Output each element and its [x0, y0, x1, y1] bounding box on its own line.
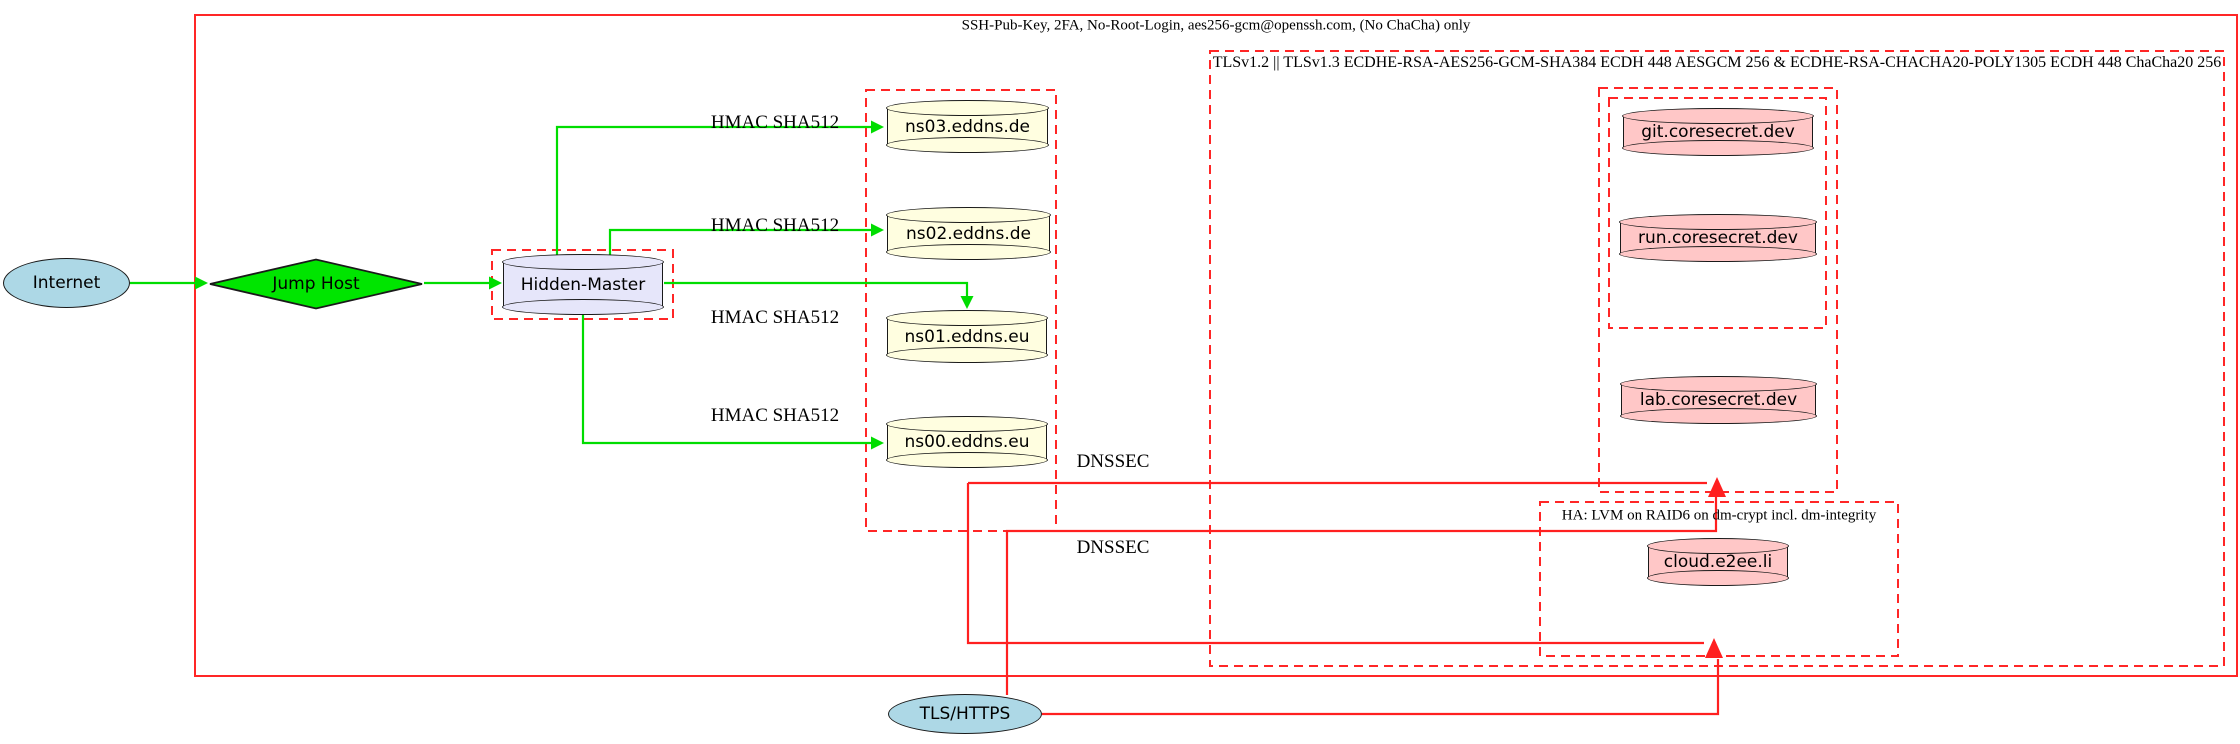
edge-label-dnssec-upper: DNSSEC	[1076, 451, 1150, 472]
node-run-coresecret: run.coresecret.dev	[1619, 214, 1817, 262]
node-ns03-label: ns03.eddns.de	[905, 116, 1030, 137]
node-git-label: git.coresecret.dev	[1641, 122, 1795, 142]
arrowhead-hiddenmaster	[489, 276, 502, 290]
edge-label-hmac-ns02: HMAC SHA512	[710, 215, 840, 236]
edge-tlshttps-ha	[1042, 659, 1720, 716]
edge-dnssec-lower	[966, 483, 1704, 645]
red-edge-group	[966, 481, 1720, 716]
edge-tlshttps-coresecret	[1005, 497, 1718, 695]
node-hidden-master-label: Hidden-Master	[520, 274, 646, 295]
green-arrowheads	[195, 120, 974, 450]
edge-label-dnssec-lower: DNSSEC	[1076, 537, 1150, 558]
coresecret-inner-cluster-box	[1608, 97, 1827, 329]
arrowhead-coresecret	[1708, 477, 1726, 497]
arrowhead-ha	[1705, 638, 1723, 658]
node-tls-https-label: TLS/HTTPS	[919, 704, 1011, 724]
edge-label-hmac-ns01: HMAC SHA512	[710, 307, 840, 328]
node-ns02: ns02.eddns.de	[886, 207, 1051, 260]
green-edge-group	[130, 125, 969, 445]
node-jump-host: Jump Host	[208, 258, 424, 310]
node-ns02-label: ns02.eddns.de	[906, 223, 1031, 244]
ssh-cluster-box	[194, 14, 2238, 677]
coresecret-outer-cluster-box	[1598, 87, 1838, 493]
ha-cluster-label: HA: LVM on RAID6 on dm-crypt incl. dm-in…	[1561, 507, 1877, 524]
node-internet: Internet	[3, 258, 130, 308]
node-ns01-label: ns01.eddns.eu	[904, 326, 1030, 347]
diamond-shape	[209, 258, 423, 310]
red-arrowheads	[1705, 477, 1726, 658]
edge-hiddenmaster-ns00	[581, 308, 871, 445]
node-ns03: ns03.eddns.de	[886, 100, 1049, 153]
node-run-label: run.coresecret.dev	[1638, 228, 1798, 248]
edge-label-hmac-ns00: HMAC SHA512	[710, 405, 840, 426]
jump-host-diamond-shape	[209, 258, 423, 310]
node-git-coresecret: git.coresecret.dev	[1622, 108, 1814, 156]
edge-hiddenmaster-ns02	[608, 228, 871, 259]
eddns-cluster-box	[865, 89, 1057, 532]
node-lab-coresecret: lab.coresecret.dev	[1620, 376, 1817, 424]
node-ns00-label: ns00.eddns.eu	[904, 432, 1030, 452]
node-lab-label: lab.coresecret.dev	[1639, 390, 1798, 410]
arrowhead-ns00	[871, 436, 884, 450]
arrowhead-jumphost	[195, 276, 208, 290]
node-tls-https: TLS/HTTPS	[888, 694, 1042, 734]
ssh-cluster-label: SSH-Pub-Key, 2FA, No-Root-Login, aes256-…	[961, 17, 1471, 34]
node-internet-label: Internet	[32, 273, 101, 293]
node-cloud-label: cloud.e2ee.li	[1663, 552, 1773, 572]
arrowhead-ns02	[871, 223, 884, 237]
tls-cluster-label: TLSv1.2 || TLSv1.3 ECDHE-RSA-AES256-GCM-…	[1212, 54, 2222, 71]
node-cloud-e2ee: cloud.e2ee.li	[1647, 538, 1789, 586]
node-ns00: ns00.eddns.eu	[886, 416, 1048, 468]
node-ns01: ns01.eddns.eu	[886, 310, 1048, 363]
edge-hiddenmaster-ns03	[555, 125, 871, 259]
edge-label-hmac-ns03: HMAC SHA512	[710, 112, 840, 133]
arrowhead-ns03	[871, 120, 884, 134]
edge-hiddenmaster-ns01	[664, 281, 969, 296]
node-jump-host-label: Jump Host	[272, 274, 360, 294]
node-hidden-master: Hidden-Master	[502, 254, 664, 315]
arrowhead-ns01	[960, 296, 974, 309]
